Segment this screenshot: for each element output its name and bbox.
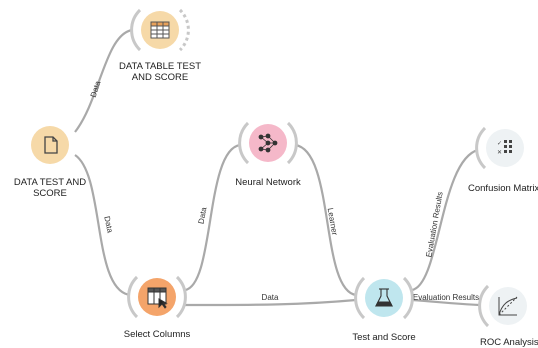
link-label-select-to-nn: Data xyxy=(197,206,209,225)
node-label-neural-network: Neural Network xyxy=(235,177,301,188)
roc-curve-icon xyxy=(498,296,518,316)
matrix-icon: ✓ ✕ xyxy=(497,140,512,156)
svg-text:✓: ✓ xyxy=(497,140,502,147)
network-icon xyxy=(258,133,278,153)
node-label-data-table: DATA TABLE TEST AND SCORE xyxy=(118,61,201,83)
node-data-table[interactable] xyxy=(130,8,190,52)
file-icon xyxy=(44,136,58,154)
node-label-confusion-matrix: Confusion Matrix xyxy=(468,183,538,194)
link-label-select-to-test: Data xyxy=(262,293,279,302)
link-label-data-to-table: Data xyxy=(89,79,103,98)
node-label-test-and-score: Test and Score xyxy=(352,332,416,343)
link-test-to-confusion[interactable] xyxy=(411,148,479,292)
link-label-data-to-select: Data xyxy=(102,215,114,234)
svg-text:✕: ✕ xyxy=(497,149,502,156)
link-data-to-table[interactable] xyxy=(74,28,133,133)
node-confusion-matrix[interactable]: ✓ ✕ xyxy=(475,126,524,170)
node-data-test-and-score[interactable] xyxy=(31,126,69,164)
node-neural-network[interactable] xyxy=(238,121,298,165)
link-data-to-select[interactable] xyxy=(74,154,131,297)
link-nn-to-test[interactable] xyxy=(294,143,357,297)
node-label-roc-analysis: ROC Analysis xyxy=(480,337,538,348)
node-select-columns[interactable] xyxy=(127,275,187,319)
link-label-test-to-roc: Evaluation Results xyxy=(413,293,479,302)
link-select-to-test[interactable] xyxy=(184,298,357,307)
node-roc-analysis[interactable] xyxy=(478,284,527,328)
table-icon xyxy=(150,21,170,39)
link-select-to-nn[interactable] xyxy=(184,143,241,292)
flask-icon xyxy=(375,288,393,307)
node-label-data-test-and-score: DATA TEST AND SCORE xyxy=(13,177,87,199)
select-columns-icon xyxy=(147,287,168,309)
node-label-select-columns: Select Columns xyxy=(123,329,191,340)
link-test-to-roc[interactable] xyxy=(411,298,481,307)
node-test-and-score[interactable] xyxy=(354,276,414,320)
